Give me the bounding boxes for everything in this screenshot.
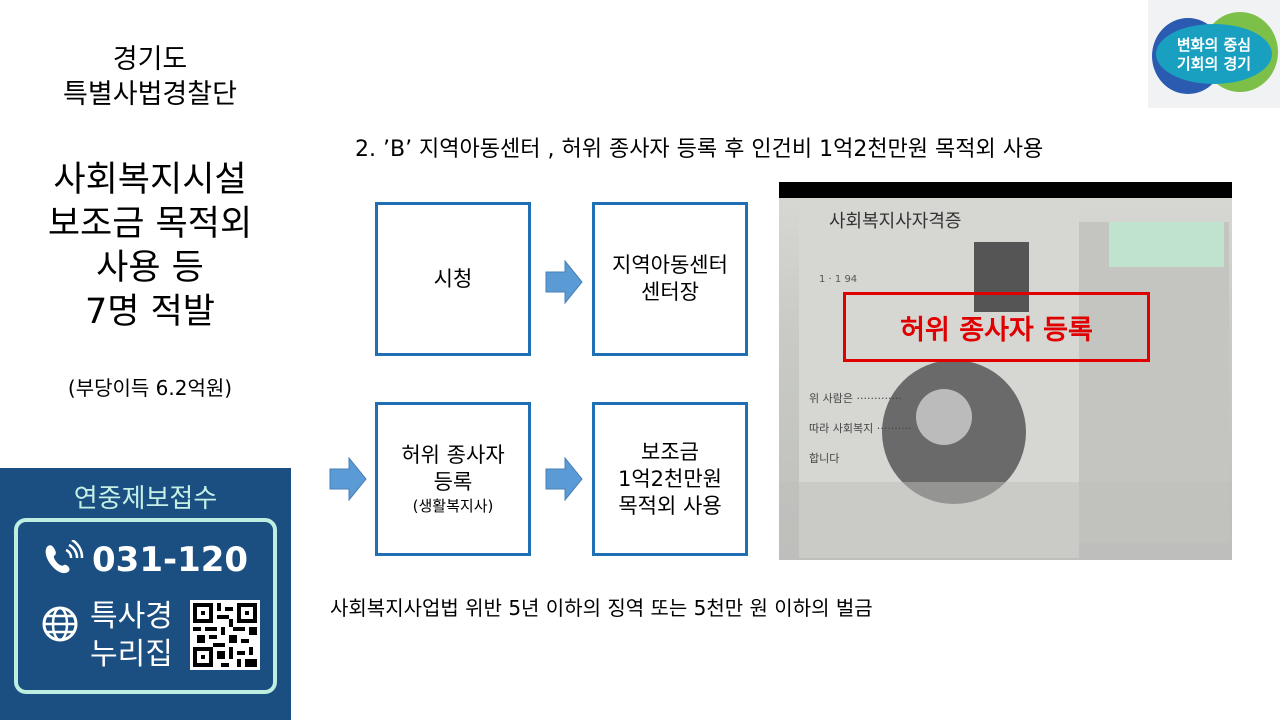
logo-line: 기회의 경기 (1176, 55, 1252, 73)
arrow-right-icon (329, 457, 367, 501)
svg-text:위 사람은 ·············: 위 사람은 ············· (809, 392, 902, 405)
title-line: 7명 적발 (85, 292, 215, 332)
logo-text: 변화의 중심 기회의 경기 (1148, 36, 1280, 74)
qr-code[interactable] (190, 600, 260, 670)
box-text: 시청 (433, 266, 473, 291)
organization-name: 경기도 특별사법경찰단 (0, 42, 300, 112)
logo-line: 변화의 중심 (1176, 36, 1252, 54)
certificate-image: 사회복지사자격증 1 · 1 94 위 사람은 ············· 따라… (779, 182, 1232, 560)
slide-subtitle: (부당이득 6.2억원) (67, 376, 233, 400)
svg-text:따라 사회복지 ··········: 따라 사회복지 ·········· (809, 422, 912, 435)
case-headline: 2. ’B’ 지역아동센터 , 허위 종사자 등록 후 인건비 1억2천만원 목… (355, 137, 1044, 162)
penalty-note: 사회복지사업법 위반 5년 이하의 징역 또는 5천만 원 이하의 벌금 (330, 596, 873, 620)
arrow-right-icon (545, 260, 583, 304)
org-line: 특별사법경찰단 (63, 79, 237, 110)
flow-box-city-hall: 시청 (375, 202, 531, 356)
evidence-photo: 사회복지사자격증 1 · 1 94 위 사람은 ············· 따라… (779, 182, 1232, 560)
box-text: 지역아동센터 (612, 253, 728, 277)
box-text: 목적외 사용 (618, 493, 722, 518)
web-line: 누리집 (90, 637, 173, 672)
logo-image (1152, 12, 1278, 94)
box-note: (생활복지사) (412, 497, 494, 515)
svg-text:사회복지사자격증: 사회복지사자격증 (829, 211, 961, 232)
box-text: 허위 종사자 (401, 443, 505, 467)
phone-number[interactable]: 031-120 (92, 540, 249, 580)
qr-code-image (193, 603, 257, 667)
title-line: 보조금 목적외 (47, 204, 253, 244)
box-text: 센터장 (641, 280, 699, 304)
highlight-label: 허위 종사자 등록 (843, 292, 1150, 362)
box-text: 보조금 (641, 439, 699, 464)
globe-icon (42, 606, 78, 642)
phone-icon (45, 540, 84, 574)
org-line: 경기도 (112, 44, 188, 75)
panel-title: 연중제보접수 (73, 484, 218, 514)
slide-title: 사회복지시설 보조금 목적외 사용 등 7명 적발 (0, 158, 300, 334)
title-line: 사용 등 (96, 248, 204, 288)
svg-text:1 · 1 94: 1 · 1 94 (819, 274, 857, 285)
title-line: 사회복지시설 (53, 160, 247, 200)
box-text: 등록 (433, 470, 473, 494)
box-text: 1억2천만원 (617, 466, 722, 491)
phone-row: 031-120 (40, 540, 248, 580)
arrow-right-icon (545, 457, 583, 501)
gyeonggi-logo (1148, 0, 1280, 108)
web-line: 특사경 (90, 599, 173, 634)
svg-text:합니다: 합니다 (809, 452, 839, 465)
